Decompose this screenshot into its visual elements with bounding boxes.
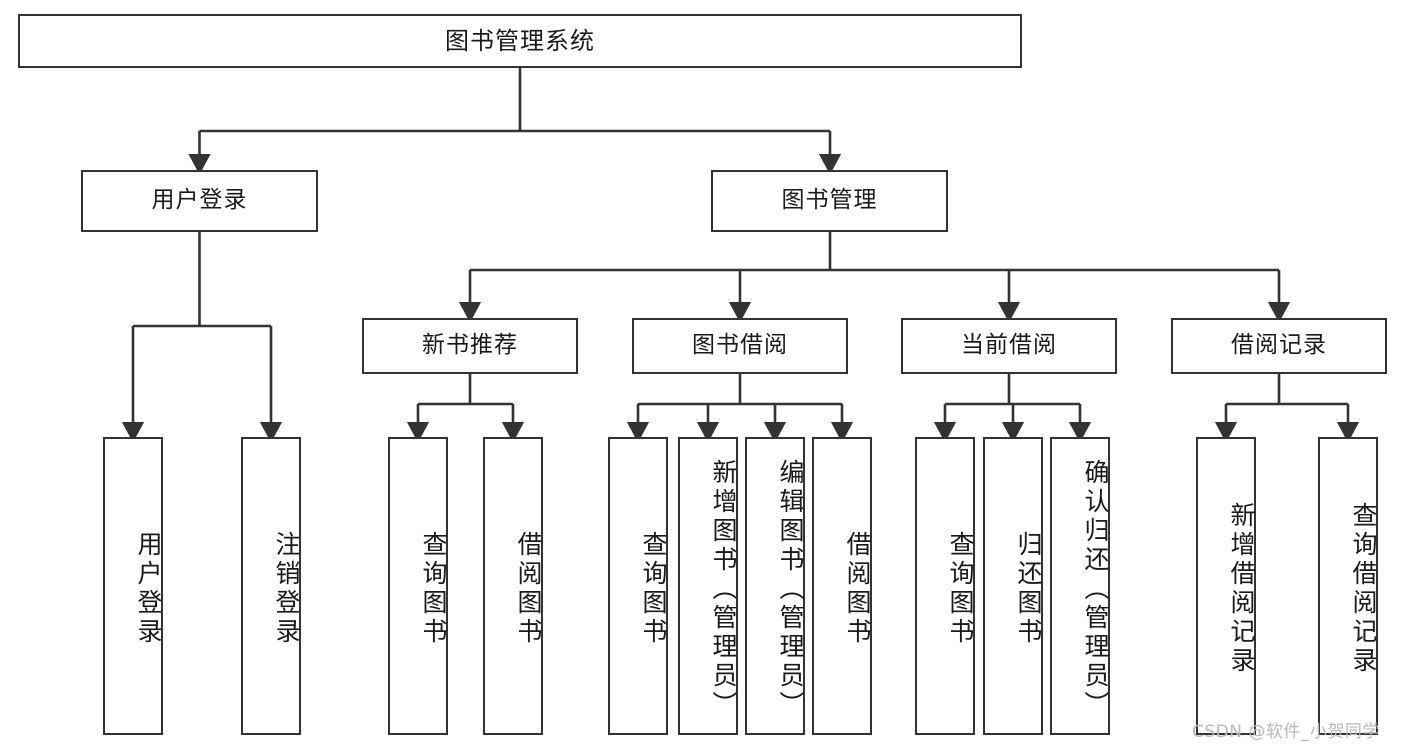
node-label: 查询图书: [419, 531, 448, 647]
node-user-login[interactable]: 用户登录: [81, 170, 318, 232]
edge-currentborrow-to-leaves: [933, 374, 1092, 443]
leaf-recommendation-borrow-book[interactable]: 借阅图书: [483, 437, 543, 735]
node-book-borrowing[interactable]: 图书借阅: [632, 318, 848, 374]
node-label: 图书借阅: [692, 332, 788, 359]
node-label: 归还图书: [1014, 531, 1043, 647]
leaf-user-login[interactable]: 用户登录: [103, 437, 163, 735]
node-label: 当前借阅: [961, 332, 1057, 359]
node-label: 注销登录: [272, 531, 301, 647]
node-label: 图书管理系统: [445, 26, 595, 55]
leaf-logout[interactable]: 注销登录: [241, 437, 301, 735]
node-book-management[interactable]: 图书管理: [711, 170, 948, 232]
edge-bookborrow-to-leaves: [626, 374, 854, 443]
leaf-borrowing-edit-book-admin[interactable]: 编辑图书（管理员）: [745, 437, 805, 735]
node-label: 编辑图书（管理员）: [776, 458, 805, 720]
node-root-book-management-system[interactable]: 图书管理系统: [18, 14, 1022, 68]
leaf-record-add-borrow-record[interactable]: 新增借阅记录: [1196, 437, 1256, 735]
leaf-current-query-book[interactable]: 查询图书: [915, 437, 975, 735]
edge-bookmanage-to-level3: [458, 232, 1291, 323]
edge-newbookrec-to-leaves: [406, 374, 525, 443]
node-label: 借阅记录: [1231, 332, 1327, 359]
node-borrowing-record[interactable]: 借阅记录: [1171, 318, 1387, 374]
node-label: 用户登录: [134, 531, 163, 647]
leaf-record-query-borrow-record[interactable]: 查询借阅记录: [1318, 437, 1378, 735]
node-label: 图书管理: [781, 187, 878, 214]
node-label: 查询图书: [639, 531, 668, 647]
node-label: 新增图书（管理员）: [709, 458, 738, 720]
node-label: 用户登录: [151, 187, 248, 214]
node-current-borrowing[interactable]: 当前借阅: [901, 318, 1117, 374]
node-label: 确认归还（管理员）: [1081, 458, 1110, 720]
leaf-borrowing-add-book-admin[interactable]: 新增图书（管理员）: [678, 437, 738, 735]
node-label: 借阅图书: [514, 531, 543, 647]
node-label: 新书推荐: [422, 332, 518, 359]
leaf-recommendation-query-book[interactable]: 查询图书: [388, 437, 448, 735]
leaf-borrowing-query-book[interactable]: 查询图书: [608, 437, 668, 735]
node-label: 查询图书: [946, 531, 975, 647]
leaf-current-confirm-return-admin[interactable]: 确认归还（管理员）: [1050, 437, 1110, 735]
leaf-borrowing-borrow-book[interactable]: 借阅图书: [812, 437, 872, 735]
node-new-book-recommendation[interactable]: 新书推荐: [362, 318, 578, 374]
node-label: 借阅图书: [843, 531, 872, 647]
node-label: 查询借阅记录: [1349, 502, 1378, 676]
leaf-current-return-book[interactable]: 归还图书: [983, 437, 1043, 735]
edge-userlogin-to-leaves: [121, 232, 283, 443]
edge-borrowrecord-to-leaves: [1214, 374, 1360, 443]
node-label: 新增借阅记录: [1227, 502, 1256, 676]
edge-root-to-level2: [188, 68, 842, 175]
